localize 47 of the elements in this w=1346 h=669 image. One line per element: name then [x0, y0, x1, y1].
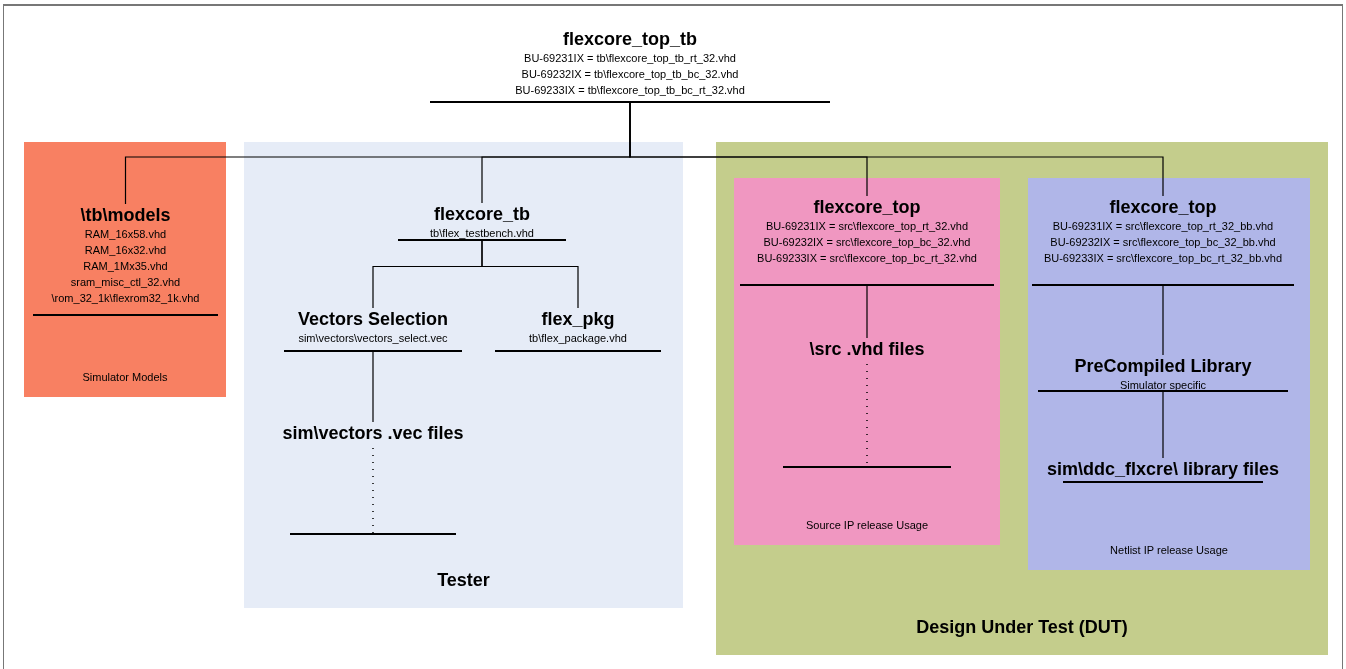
group-panel [716, 142, 1328, 655]
tree-connector [481, 240, 579, 309]
file-path: BU-69233IX = src\flexcore_top_bc_rt_32.vhd [757, 251, 977, 266]
file-path: RAM_1Mx35.vhd [83, 259, 168, 274]
file-path: BU-69232IX = tb\flexcore_top_tb_bc_32.vhd [521, 67, 739, 82]
panel-caption: Source IP release Usage [804, 517, 930, 533]
file-path: BU-69231IX = tb\flexcore_top_tb_rt_32.vhd [524, 51, 736, 66]
panel-caption: Tester [436, 569, 491, 592]
file-path: BU-69232IX = src\flexcore_top_bc_32.vhd [763, 235, 971, 250]
module-name: Vectors Selection [297, 308, 449, 330]
panel-caption: Simulator Models [81, 369, 169, 385]
file-path: RAM_16x58.vhd [84, 227, 167, 242]
underline-bar [290, 533, 456, 535]
module-name: \tb\models [80, 204, 171, 226]
panel-caption: Netlist IP release Usage [1109, 542, 1229, 558]
module-name: \src .vhd files [809, 338, 925, 360]
tree-connector [866, 285, 868, 339]
file-path: sram_misc_ctl_32.vhd [70, 275, 181, 290]
group-panel [734, 178, 1000, 545]
underline-bar [783, 466, 951, 468]
module-name: flexcore_top [1109, 196, 1217, 218]
file-path: BU-69231IX = src\flexcore_top_rt_32.vhd [765, 219, 969, 234]
module-name: sim\vectors .vec files [282, 422, 464, 444]
file-path: BU-69233IX = src\flexcore_top_bc_rt_32_bb.vhd [1043, 251, 1283, 266]
module-name: flexcore_tb [433, 203, 530, 225]
file-path: RAM_16x32.vhd [84, 243, 167, 258]
file-path: tb\flex_package.vhd [529, 331, 627, 346]
file-path: tb\flex_testbench.vhd [430, 226, 534, 241]
panel-caption: Design Under Test (DUT) [915, 616, 1129, 639]
file-path: \rom_32_1k\flexrom32_1k.vhd [51, 291, 200, 306]
group-panel [24, 142, 226, 397]
file-path: sim\vectors\vectors_select.vec [298, 331, 448, 346]
module-name: PreCompiled Library [1074, 355, 1252, 377]
file-path: BU-69233IX = tb\flexcore_top_tb_bc_rt_32.vhd [515, 83, 745, 98]
file-path: Simulator specific [1119, 378, 1207, 393]
tree-connector [372, 351, 374, 423]
file-path: BU-69232IX = src\flexcore_top_bc_32_bb.vhd [1050, 235, 1276, 250]
file-path: BU-69231IX = src\flexcore_top_rt_32_bb.vhd [1052, 219, 1274, 234]
tree-connector [1162, 285, 1164, 356]
module-name: flex_pkg [541, 308, 615, 330]
module-name: sim\ddc_flxcre\ library files [1046, 458, 1280, 480]
tree-connector [1162, 391, 1164, 459]
module-name: flexcore_top_tb [562, 28, 697, 50]
module-name: flexcore_top [813, 196, 921, 218]
tree-connector [629, 102, 1164, 197]
group-panel [1028, 178, 1310, 570]
group-panel [244, 142, 683, 608]
